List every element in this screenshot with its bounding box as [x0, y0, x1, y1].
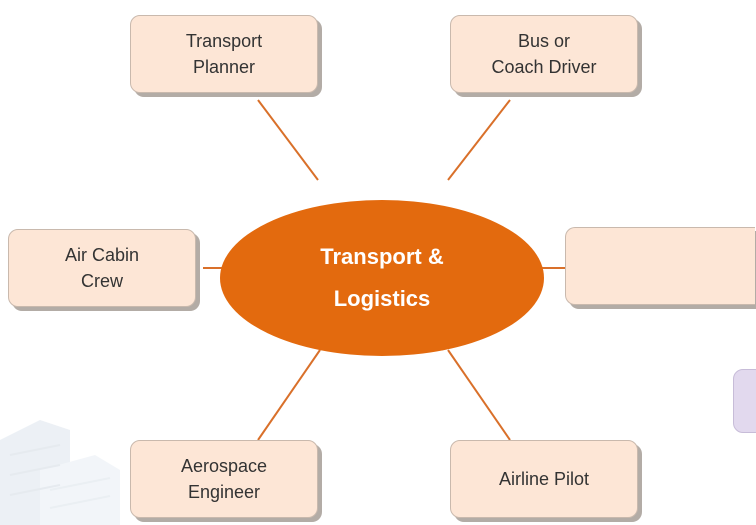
central-topic-label: Transport & Logistics	[320, 244, 444, 311]
side-tab-decoration	[733, 369, 756, 433]
connector-airline-pilot	[447, 349, 511, 441]
connector-transport-planner	[257, 99, 319, 181]
node-empty	[565, 227, 755, 305]
central-topic-ellipse	[220, 200, 544, 356]
node-aerospace-engineer: Aerospace Engineer	[130, 440, 318, 518]
building-decoration	[0, 420, 120, 525]
connector-lines	[203, 99, 565, 441]
connector-bus-coach-driver	[447, 99, 511, 181]
node-transport-planner: Transport Planner	[130, 15, 318, 93]
node-bus-coach-driver: Bus or Coach Driver	[450, 15, 638, 93]
node-airline-pilot: Airline Pilot	[450, 440, 638, 518]
node-air-cabin-crew: Air Cabin Crew	[8, 229, 196, 307]
connector-aerospace-engineer	[257, 349, 321, 441]
